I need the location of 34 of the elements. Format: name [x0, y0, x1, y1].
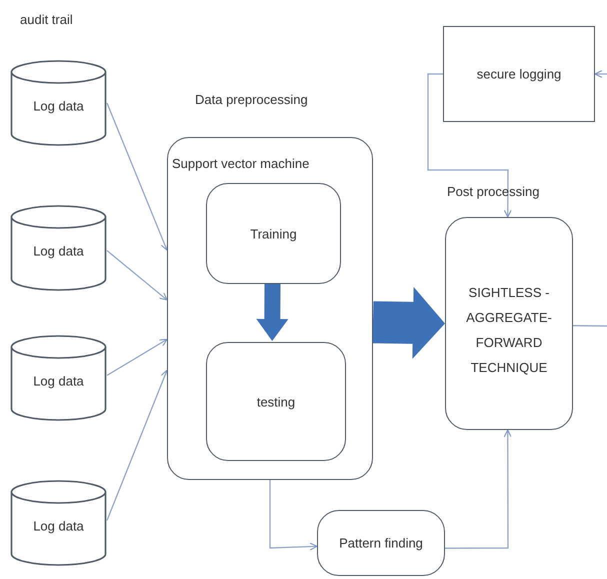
database-cylinder: [10, 480, 107, 566]
section-heading: Data preprocessing: [195, 92, 308, 107]
node-label: Pattern finding: [338, 536, 424, 550]
arrow: [427, 73, 512, 218]
node-label: Log data: [32, 374, 85, 388]
node-label: Log data: [32, 244, 85, 258]
process-box: [206, 342, 346, 461]
node-label: Log data: [32, 98, 85, 114]
process-box: [206, 183, 341, 284]
process-box: [445, 217, 573, 430]
section-heading: audit trail: [20, 12, 73, 27]
database-cylinder: [10, 205, 107, 291]
node-label: Support vector machine: [172, 156, 310, 171]
arrow: [106, 370, 168, 521]
arrow: [106, 102, 168, 251]
process-box: [443, 26, 595, 122]
block-arrow: [256, 283, 288, 341]
node-label: Training: [249, 226, 298, 241]
database-cylinder: [10, 60, 107, 146]
block-arrow: [372, 286, 445, 359]
process-box: [317, 510, 445, 576]
arrow: [269, 480, 318, 551]
arrow: [106, 250, 168, 300]
connector-line: [573, 325, 607, 327]
node-label: Log data: [32, 518, 85, 534]
node-label: SIGHTLESS - AGGREGATE- FORWARD TECHNIQUE: [465, 284, 553, 377]
section-heading: Post processing: [447, 184, 540, 199]
arrow: [445, 429, 512, 549]
node-label: testing: [256, 394, 296, 409]
arrow: [594, 70, 607, 78]
database-cylinder: [10, 335, 107, 421]
process-box: [167, 137, 373, 480]
arrow: [106, 338, 168, 376]
node-label: secure logging: [476, 66, 562, 82]
